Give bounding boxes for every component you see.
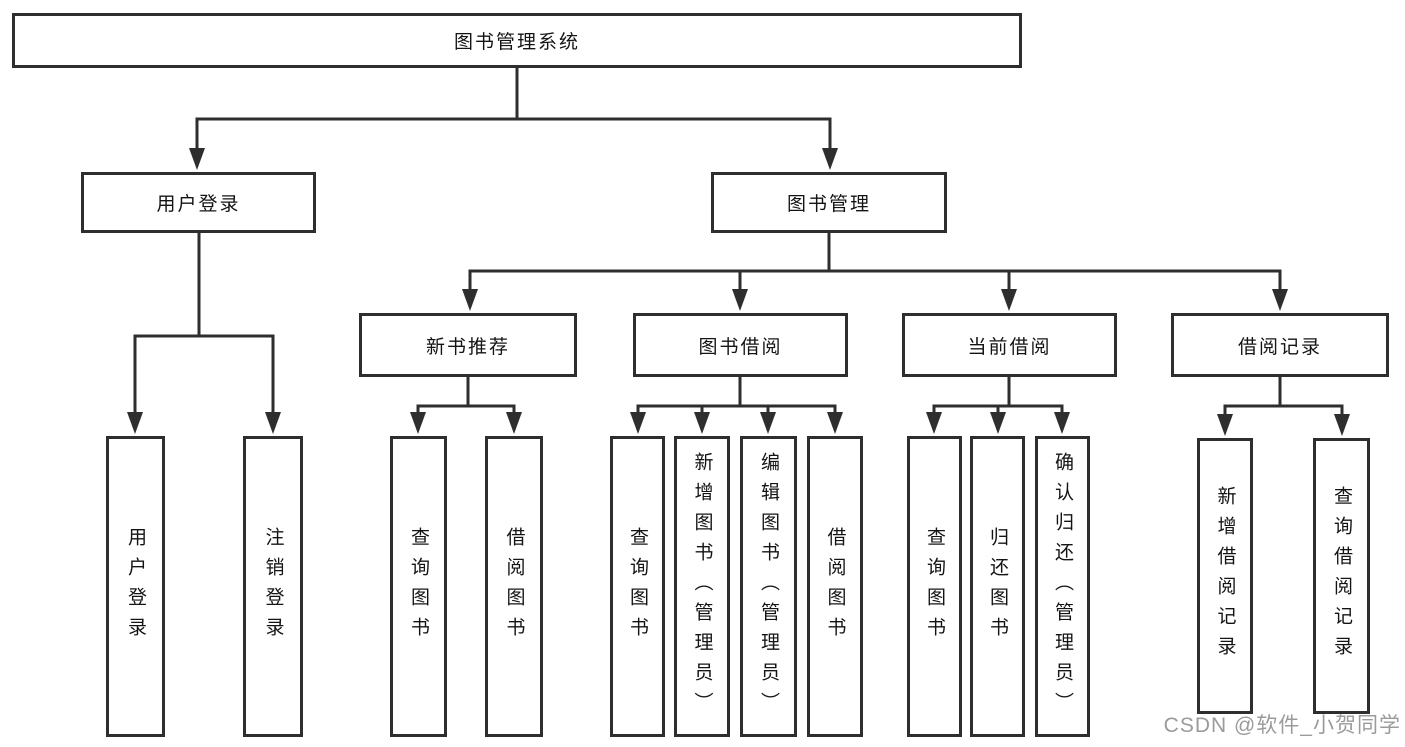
node-current-borrowing: 当前借阅 xyxy=(902,313,1117,377)
node-book-management: 图书管理 xyxy=(711,172,947,233)
leaf-add-book-admin: 新增图书（管理员） xyxy=(674,436,730,737)
leaf-query-books-1: 查询图书 xyxy=(390,436,447,737)
leaf-edit-book-admin: 编辑图书（管理员） xyxy=(740,436,797,737)
leaf-add-borrow-record: 新增借阅记录 xyxy=(1197,438,1253,714)
leaf-query-books-2-label: 查询图书 xyxy=(627,526,648,647)
node-book-borrowing: 图书借阅 xyxy=(633,313,848,377)
leaf-confirm-return-admin: 确认归还（管理员） xyxy=(1035,436,1090,737)
node-library-management-system-label: 图书管理系统 xyxy=(453,32,580,53)
leaf-query-books-3-label: 查询图书 xyxy=(924,526,945,647)
leaf-logout-label: 注销登录 xyxy=(262,526,284,647)
node-current-borrowing-label: 当前借阅 xyxy=(967,336,1052,358)
node-user-login-label: 用户登录 xyxy=(156,194,241,215)
leaf-add-book-admin-label: 新增图书（管理员） xyxy=(691,451,713,722)
leaf-query-borrow-record: 查询借阅记录 xyxy=(1313,438,1370,714)
leaf-borrow-books-1: 借阅图书 xyxy=(485,436,543,737)
leaf-edit-book-admin-label: 编辑图书（管理员） xyxy=(758,451,779,722)
node-new-book-recommend-label: 新书推荐 xyxy=(425,336,510,358)
node-borrowing-records-label: 借阅记录 xyxy=(1237,336,1322,358)
leaf-query-books-1-label: 查询图书 xyxy=(408,526,429,647)
node-user-login: 用户登录 xyxy=(81,172,316,233)
leaf-borrow-books-1-label: 借阅图书 xyxy=(503,526,525,647)
leaf-add-borrow-record-label: 新增借阅记录 xyxy=(1214,486,1236,666)
leaf-borrow-books-2: 借阅图书 xyxy=(807,436,863,737)
leaf-return-books-label: 归还图书 xyxy=(987,526,1008,647)
leaf-confirm-return-admin-label: 确认归还（管理员） xyxy=(1052,451,1073,722)
leaf-borrow-books-2-label: 借阅图书 xyxy=(824,526,846,647)
node-new-book-recommend: 新书推荐 xyxy=(359,313,577,377)
leaf-query-books-2: 查询图书 xyxy=(610,436,665,737)
leaf-user-login: 用户登录 xyxy=(106,436,165,737)
watermark: CSDN @软件_小贺同学 xyxy=(1163,714,1401,737)
connector-path xyxy=(127,66,1350,436)
leaf-user-login-label: 用户登录 xyxy=(125,526,146,647)
leaf-return-books: 归还图书 xyxy=(970,436,1025,737)
node-book-management-label: 图书管理 xyxy=(786,194,871,215)
node-borrowing-records: 借阅记录 xyxy=(1171,313,1389,377)
node-library-management-system: 图书管理系统 xyxy=(12,13,1022,68)
leaf-query-borrow-record-label: 查询借阅记录 xyxy=(1331,486,1352,666)
leaf-query-books-3: 查询图书 xyxy=(907,436,962,737)
leaf-logout: 注销登录 xyxy=(243,436,303,737)
node-book-borrowing-label: 图书借阅 xyxy=(698,336,783,358)
